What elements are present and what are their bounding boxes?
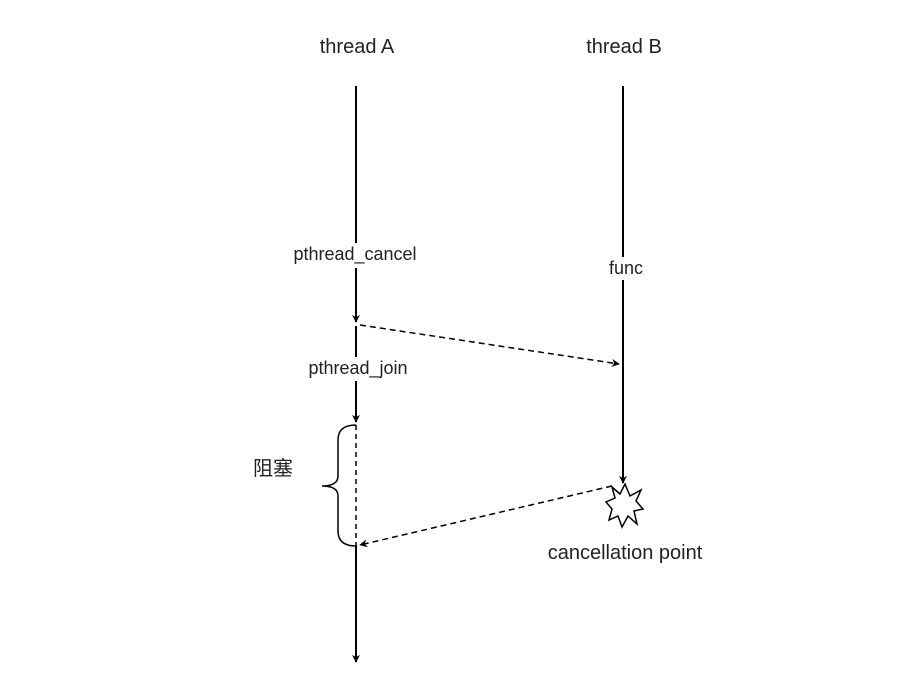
thread-b-title: thread B <box>586 36 662 58</box>
cancellation-point-label: cancellation point <box>548 542 703 564</box>
blocked-label: 阻塞 <box>253 457 293 480</box>
thread-a-title: thread A <box>320 36 395 58</box>
cancel-request-arrow <box>359 324 620 367</box>
func-label: func <box>609 258 643 278</box>
pthread-join-label: pthread_join <box>308 358 407 379</box>
pthread-cancel-label: pthread_cancel <box>293 244 416 265</box>
blocked-brace <box>321 424 357 547</box>
cancel-return-arrow <box>359 485 613 548</box>
explosion-icon <box>604 482 645 529</box>
